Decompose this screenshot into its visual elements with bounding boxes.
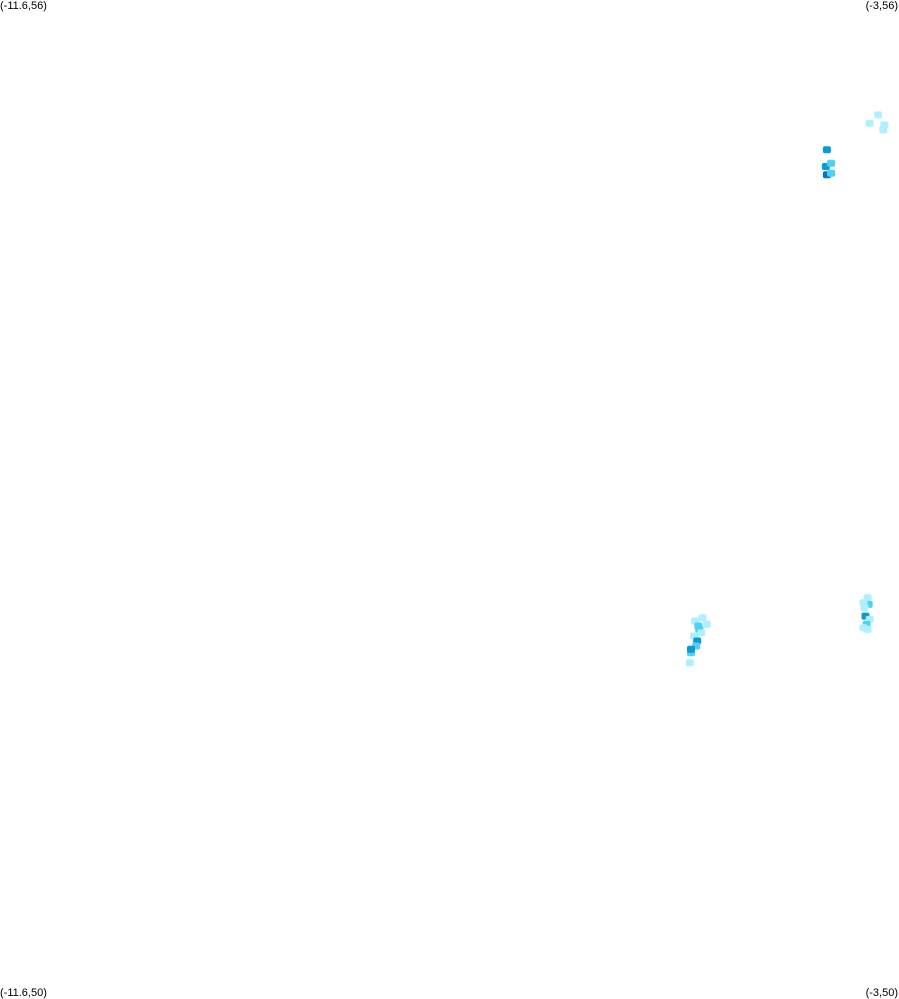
intensity-cell-light: [859, 599, 868, 607]
intensity-cell-light: [865, 119, 874, 127]
intensity-cell-light: [874, 111, 883, 119]
intensity-cell-dark: [687, 645, 695, 653]
south-west-cluster: [685, 614, 711, 667]
intensity-cell-light: [863, 625, 872, 633]
corner-label-top-right: (-3,56): [865, 0, 898, 12]
north-cluster: [821, 146, 836, 179]
north-east-cluster: [865, 111, 889, 134]
intensity-cell-medium: [694, 622, 703, 630]
corner-label-top-left: (-11.6,56): [0, 0, 47, 12]
corner-label-bottom-right: (-3,50): [865, 987, 898, 999]
intensity-cell-light: [702, 620, 711, 628]
intensity-cell-dark: [822, 146, 831, 154]
intensity-cell-light: [685, 659, 694, 667]
intensity-cell-light: [880, 121, 889, 129]
intensity-cell-medium: [827, 159, 836, 167]
intensity-cells-layer: [685, 111, 889, 667]
south-east-cluster: [859, 594, 874, 633]
intensity-cell-medium: [827, 169, 836, 177]
intensity-cell-light: [697, 629, 706, 637]
corner-label-bottom-left: (-11.6,50): [0, 987, 47, 999]
intensity-cell-light: [698, 614, 707, 622]
